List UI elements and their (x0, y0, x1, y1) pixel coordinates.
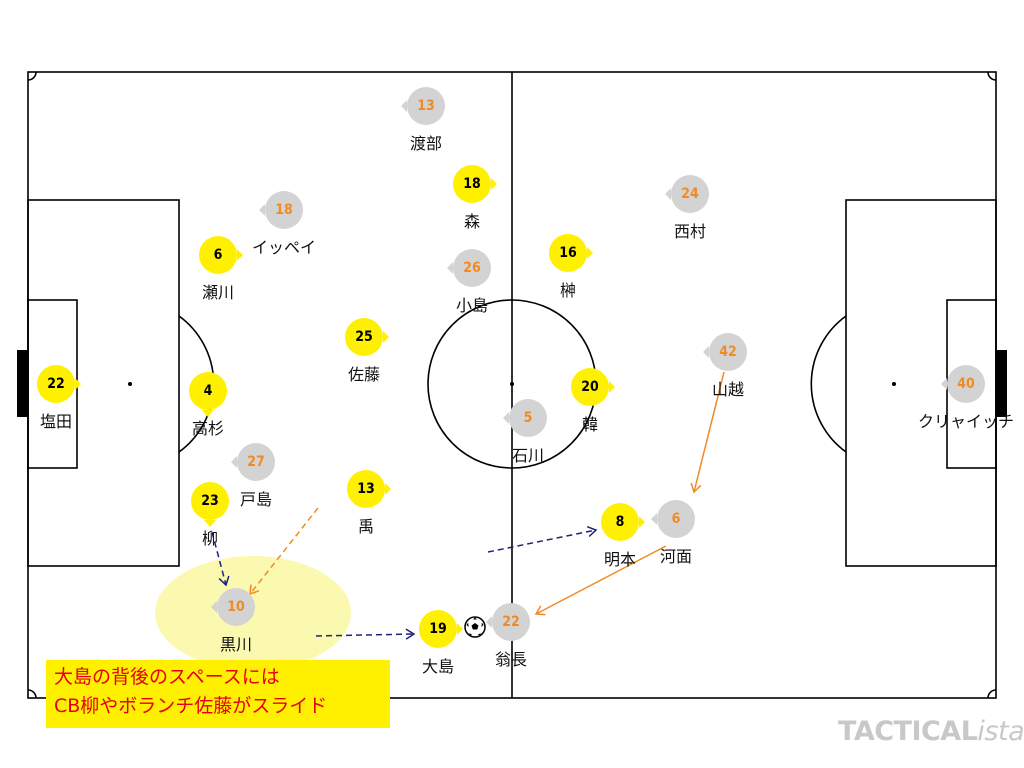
facing-right-icon (383, 331, 389, 343)
player-number: 13 (407, 87, 445, 125)
player-number: 6 (657, 500, 695, 538)
facing-right-icon (75, 378, 81, 390)
ball-icon (464, 616, 486, 638)
facing-left-icon (503, 412, 509, 424)
callout-line-2: CB柳やボランチ佐藤がスライド (54, 695, 328, 717)
player-number: 10 (217, 588, 255, 626)
player-name: 高杉 (191, 419, 224, 438)
player-name: 柳 (201, 529, 218, 548)
player-name: 禹 (357, 517, 374, 536)
player-number: 26 (453, 249, 491, 287)
player-name: 石川 (511, 446, 544, 465)
left-goal (17, 350, 28, 417)
annotation-callout: 大島の背後のスペースには CB柳やボランチ佐藤がスライド (46, 660, 390, 728)
player-name: 西村 (673, 222, 706, 241)
callout-line-1: 大島の背後のスペースには (54, 666, 280, 688)
player-name: 小島 (455, 296, 488, 315)
facing-left-icon (259, 204, 265, 216)
player-name: イッペイ (251, 238, 316, 257)
facing-down-icon (204, 520, 216, 527)
player-number: 22 (37, 365, 75, 403)
player-name: 大島 (421, 657, 454, 676)
facing-left-icon (703, 346, 709, 358)
player-name: 山越 (711, 380, 744, 399)
orange-arrow-yamakoshi (690, 371, 725, 494)
player-name: 渡部 (409, 134, 442, 153)
facing-down-icon (202, 410, 214, 417)
player-name: 翁長 (494, 650, 527, 669)
player-number: 22 (492, 603, 530, 641)
facing-right-icon (457, 623, 463, 635)
facing-left-icon (651, 513, 657, 525)
brand-logo: TACTICALista (838, 716, 1024, 747)
player-name: 明本 (603, 550, 636, 569)
player-number: 42 (709, 333, 747, 371)
player-number: 19 (419, 610, 457, 648)
facing-right-icon (639, 516, 645, 528)
facing-right-icon (491, 178, 497, 190)
player-number: 8 (601, 503, 639, 541)
player-number: 24 (671, 175, 709, 213)
navy-arrow-to-oshima (315, 628, 416, 640)
player-number: 18 (453, 165, 491, 203)
orange-arrow-komo (534, 545, 667, 616)
player-name: 韓 (581, 415, 598, 434)
player-number: 23 (191, 482, 229, 520)
player-number: 5 (509, 399, 547, 437)
facing-right-icon (385, 483, 391, 495)
player-number: 40 (947, 365, 985, 403)
player-number: 6 (199, 236, 237, 274)
player-number: 4 (189, 372, 227, 410)
player-name: 塩田 (39, 412, 72, 431)
player-number: 18 (265, 191, 303, 229)
player-name: 戸島 (239, 490, 272, 509)
orange-arrow-sato-run (249, 507, 319, 596)
player-number: 25 (345, 318, 383, 356)
player-number: 27 (237, 443, 275, 481)
facing-left-icon (486, 616, 492, 628)
facing-right-icon (609, 381, 615, 393)
facing-right-icon (587, 247, 593, 259)
left-penalty-spot (128, 382, 132, 386)
facing-left-icon (231, 456, 237, 468)
player-number: 16 (549, 234, 587, 272)
player-name: 河面 (659, 547, 692, 566)
right-penalty-spot (892, 382, 896, 386)
facing-left-icon (401, 100, 407, 112)
navy-arrow-yanagi (211, 531, 230, 587)
player-name: 佐藤 (347, 365, 380, 384)
facing-right-icon (237, 249, 243, 261)
facing-left-icon (941, 378, 947, 390)
player-name: 黒川 (219, 635, 252, 654)
player-name: 森 (463, 212, 480, 231)
player-number: 20 (571, 368, 609, 406)
player-number: 13 (347, 470, 385, 508)
player-name: 瀬川 (201, 283, 234, 302)
facing-left-icon (665, 188, 671, 200)
center-spot (510, 382, 514, 386)
player-name: 榊 (559, 281, 576, 300)
right-goal (996, 350, 1007, 417)
facing-left-icon (447, 262, 453, 274)
player-name: クリャイッチ (917, 412, 1014, 431)
navy-arrow-pass-akimoto (487, 525, 598, 553)
facing-left-icon (211, 601, 217, 613)
